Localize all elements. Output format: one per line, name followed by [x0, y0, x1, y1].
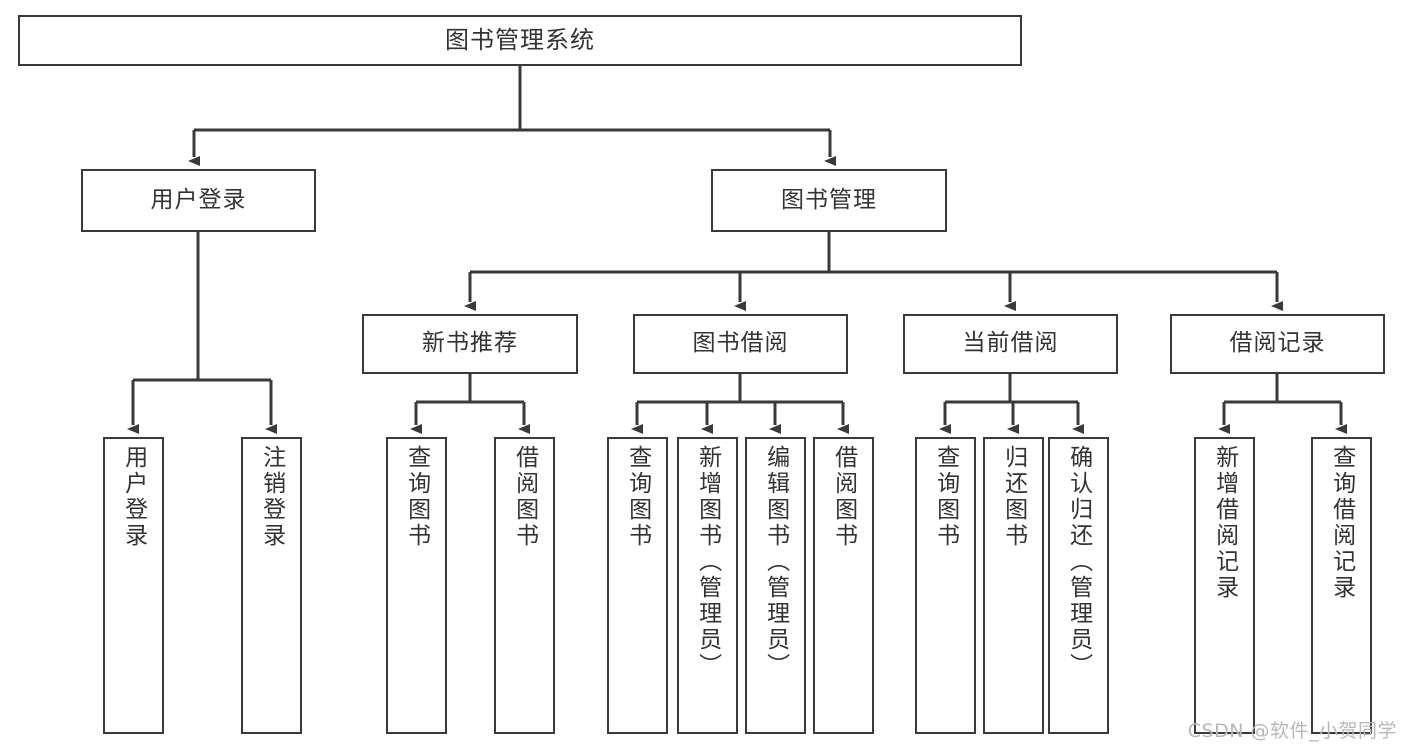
node-label: 新增借阅记录 [1211, 445, 1238, 601]
node-borrow-record[interactable]: 借阅记录 [1170, 314, 1385, 374]
node-label: 查询图书 [624, 445, 651, 549]
node-user-login[interactable]: 用户登录 [81, 169, 316, 232]
node-new-book-recommend[interactable]: 新书推荐 [362, 314, 578, 374]
node-label: 查询图书 [403, 445, 430, 549]
node-leaf-logout[interactable]: 注销登录 [241, 437, 302, 734]
node-leaf-query-book-recommend[interactable]: 查询图书 [386, 437, 447, 734]
node-leaf-add-book[interactable]: 新增图书（管理员） [677, 437, 738, 734]
node-leaf-user-login[interactable]: 用户登录 [103, 437, 164, 734]
node-label: 图书管理 [781, 186, 877, 213]
node-book-management[interactable]: 图书管理 [711, 169, 947, 232]
node-label: 用户登录 [150, 186, 247, 213]
node-leaf-return-book[interactable]: 归还图书 [983, 437, 1044, 734]
node-label: 图书管理系统 [445, 26, 595, 55]
node-label: 确认归还（管理员） [1065, 445, 1092, 679]
node-leaf-borrow-book-recommend[interactable]: 借阅图书 [494, 437, 555, 734]
node-leaf-confirm-return[interactable]: 确认归还（管理员） [1048, 437, 1109, 734]
node-label: 借阅记录 [1229, 330, 1326, 357]
node-leaf-query-book-current[interactable]: 查询图书 [915, 437, 976, 734]
node-label: 借阅图书 [830, 445, 857, 549]
watermark-text: CSDN @软件_小贺同学 [1187, 720, 1397, 742]
node-label: 当前借阅 [962, 330, 1059, 357]
node-label: 新书推荐 [422, 330, 518, 357]
node-leaf-add-borrow-record[interactable]: 新增借阅记录 [1194, 437, 1255, 734]
node-label: 查询借阅记录 [1328, 445, 1355, 601]
node-label: 图书借阅 [692, 330, 789, 357]
node-leaf-borrow-book[interactable]: 借阅图书 [813, 437, 874, 734]
node-label: 新增图书（管理员） [694, 445, 721, 679]
node-book-borrow[interactable]: 图书借阅 [633, 314, 848, 374]
node-label: 查询图书 [932, 445, 959, 549]
node-leaf-query-borrow-record[interactable]: 查询借阅记录 [1311, 437, 1372, 734]
node-label: 注销登录 [258, 445, 285, 549]
node-label: 归还图书 [1000, 445, 1027, 549]
node-label: 编辑图书（管理员） [762, 445, 789, 679]
node-leaf-query-book-borrow[interactable]: 查询图书 [607, 437, 668, 734]
node-current-borrow[interactable]: 当前借阅 [903, 314, 1118, 374]
node-root-book-management-system[interactable]: 图书管理系统 [18, 15, 1022, 66]
node-label: 用户登录 [120, 445, 147, 549]
node-leaf-edit-book[interactable]: 编辑图书（管理员） [745, 437, 806, 734]
node-label: 借阅图书 [511, 445, 538, 549]
